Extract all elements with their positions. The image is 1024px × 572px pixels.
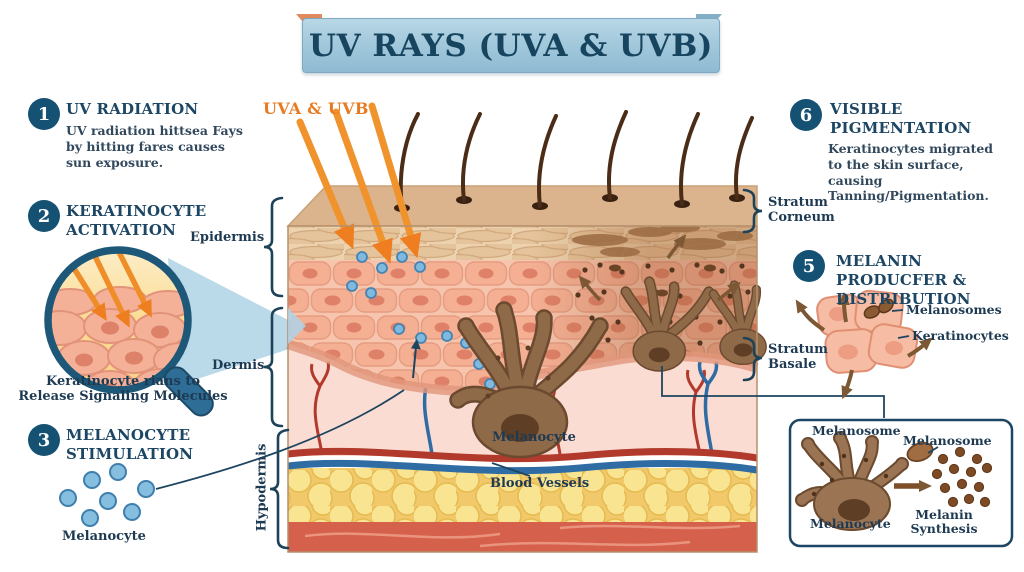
melanocyte-cell-main — [449, 301, 609, 459]
box-melanosome-right-label: Melanosome — [903, 433, 992, 448]
skin-melanocyte-label: Melanocyte — [492, 430, 576, 445]
keratinocytes-label: Keratinocytes — [912, 328, 1009, 343]
melanocyte-cell-right1 — [620, 276, 715, 372]
step-6-body: Keratinocytes migrated to the skin surfa… — [828, 141, 994, 204]
box-melanosome-top-label: Melanosome — [812, 423, 901, 438]
uv-arrows — [296, 102, 422, 264]
melanosomes-ovals — [863, 298, 894, 319]
corneum-dark-patches — [572, 226, 753, 257]
dermis-brace — [263, 306, 284, 428]
layer-braces — [263, 188, 763, 550]
magnifier-handle — [163, 366, 214, 417]
hypodermis-layer — [288, 468, 757, 522]
hypodermis-brace — [269, 428, 290, 550]
melanin-synthesis-label: Melanin Synthesis — [910, 507, 978, 537]
step-5-heading: MELANIN PRODUCFER & DISTRIBUTION — [836, 252, 971, 309]
melanin-synthesis-box — [788, 418, 1014, 548]
step-5-number: 5 — [793, 250, 825, 282]
step-1-number: 1 — [28, 98, 60, 130]
melanocyte-dot-cluster — [59, 463, 155, 527]
step-1-heading: UV RADIATION — [66, 100, 199, 118]
blood-vessels-pointer — [491, 462, 531, 477]
stratum-basale-label: Stratum Basale — [768, 342, 828, 372]
step-2-heading: KERATINOCYTE ACTIVATION — [66, 202, 207, 240]
connector-skin-to-box — [661, 366, 885, 418]
epidermis-label: Epidermis — [190, 230, 265, 245]
skin-block — [286, 102, 767, 553]
step-3-number: 3 — [28, 424, 60, 456]
step-2-number: 2 — [28, 200, 60, 232]
magnifier-rim — [44, 246, 192, 394]
connector-cluster-to-skin — [155, 389, 405, 490]
blood-vessel-band — [287, 447, 758, 475]
box-melanocyte — [795, 431, 909, 531]
distribution-arrows — [795, 292, 933, 400]
dermis-label: Dermis — [212, 358, 265, 373]
beam-tip — [288, 308, 306, 344]
step-1-body: UV radiation hittsea Fays by hitting far… — [66, 123, 243, 170]
step-6-heading: VISIBLE PIGMENTATION — [830, 100, 972, 138]
step-6-number: 6 — [790, 99, 822, 131]
melanosomes-label: Melanosomes — [906, 302, 1002, 317]
blood-vessels-label: Blood Vessels — [490, 476, 590, 491]
magnifier-beam — [168, 258, 292, 386]
melanin-dots — [931, 446, 993, 508]
stratum-basale-brace — [742, 336, 763, 382]
muscle-layer — [288, 522, 757, 552]
step-2-caption: Keratinocyte rians to Release Signaling … — [18, 374, 228, 404]
box-melanocyte-label: Melanocyte — [810, 516, 891, 531]
melanosome-transfer-arrows — [578, 234, 741, 302]
melanocyte-cluster-label: Melanocyte — [62, 529, 146, 544]
title-banner: UV RAYS (UVA & UVB) — [302, 18, 720, 73]
melanin-distribution-cells — [795, 289, 933, 400]
stratum-corneum-brace — [742, 188, 763, 234]
stratum-corneum-label: Stratum Corneum — [768, 195, 835, 225]
uv-rays-label: UVA & UVB — [263, 99, 369, 118]
page-title: UV RAYS (UVA & UVB) — [309, 27, 713, 64]
muscle-streaks — [304, 524, 741, 548]
hypodermis-label: Hypodermis — [254, 443, 270, 532]
epidermis-brace — [263, 196, 284, 298]
stimulation-arrow — [410, 339, 421, 379]
box-melanosome-oval — [906, 441, 934, 463]
step-3-heading: MELANOCYTE STIMULATION — [66, 426, 194, 464]
